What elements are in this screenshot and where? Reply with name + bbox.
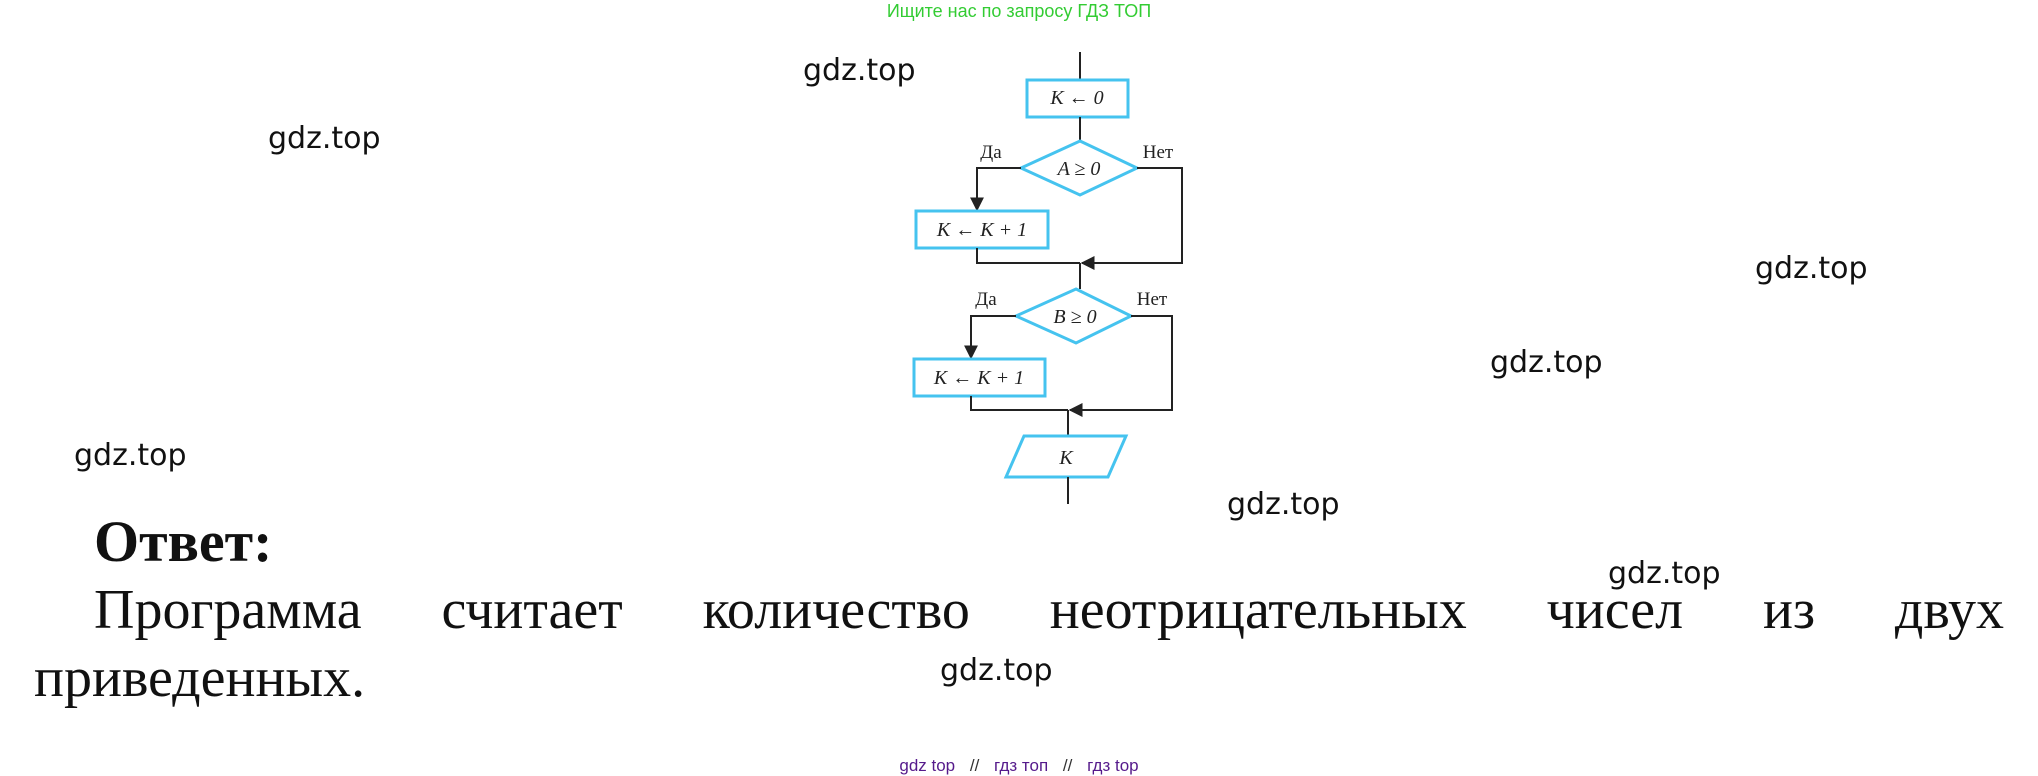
increment-1-box [914,209,1050,250]
footer-links: gdz top // гдз топ // гдз top [0,756,2038,776]
watermark: gdz.top [1608,556,1721,591]
answer-word: чисел [1546,579,1684,641]
watermark: gdz.top [1755,251,1868,286]
top-banner: Ищите нас по запросу ГДЗ ТОП [886,1,1152,21]
increment-2-text: K ← K + 1 [933,367,1024,389]
output-text: K [1058,447,1074,469]
no-branch-1-arrow [1080,167,1183,270]
decision-2-text: B ≥ 0 [1053,306,1096,328]
increment-1-text: K ← K + 1 [936,219,1027,241]
init-text: K ← 0 [1049,87,1103,109]
footer-link[interactable]: gdz top [899,756,956,775]
yes-branch-2-return [970,396,1068,411]
flowchart: K ← 0 A ≥ 0 Да Нет K ← K + 1 B ≥ 0 Да Не… [912,52,1183,504]
footer-link[interactable]: гдз top [1087,756,1139,775]
answer-word: Программа [94,579,362,641]
answer-word: считает [441,579,623,641]
watermark: gdz.top [1227,487,1340,522]
answer-text-line1: Программа считает количество неотрицател… [94,578,2004,642]
watermark: gdz.top [74,438,187,473]
answer-word: неотрицательных [1049,579,1467,641]
footer-link[interactable]: гдз топ [994,756,1049,775]
footer-separator: // [1062,756,1073,775]
yes-branch-2-arrow [964,315,1016,360]
decision-2-no-label: Нет [1137,289,1168,310]
watermark: gdz.top [803,53,916,88]
watermark: gdz.top [1490,345,1603,380]
yes-branch-1-return [976,248,1080,264]
watermark: gdz.top [268,121,381,156]
answer-word: двух [1894,579,2004,641]
output-parallelogram [1003,434,1129,479]
decision-1-text: A ≥ 0 [1056,158,1101,180]
decision-1-diamond [1017,139,1141,197]
answer-text-line2: приведенных. [34,647,366,709]
decision-2-diamond [1012,287,1135,345]
answer-word: количество [702,579,970,641]
yes-branch-1-arrow [970,167,1021,212]
answer-title: Ответ: [94,509,273,574]
watermark: gdz.top [940,653,1053,688]
decision-1-yes-label: Да [980,142,1002,163]
init-box [1025,78,1130,119]
increment-2-box [912,357,1047,398]
no-branch-2-arrow [1068,315,1173,417]
footer-separator: // [969,756,980,775]
decision-1-no-label: Нет [1143,142,1174,163]
decision-2-yes-label: Да [975,289,997,310]
answer-word: из [1762,579,1816,641]
